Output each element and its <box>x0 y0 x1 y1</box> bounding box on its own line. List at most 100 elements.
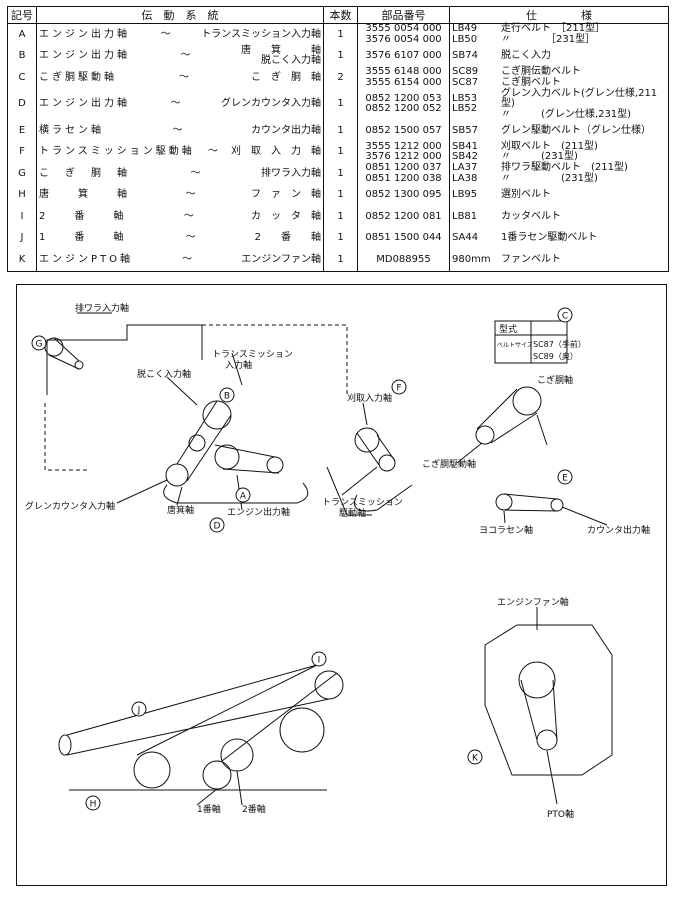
cell-system-from: 1 番 軸 <box>39 232 127 243</box>
circle-k-ring <box>467 749 483 765</box>
frame-dash-left <box>44 403 87 471</box>
cell-system-from: エンジン出力軸 <box>39 50 130 61</box>
cell-line: 3555 0054 000 <box>365 23 442 35</box>
cell-line: LB81 <box>452 210 478 222</box>
cell-belt: SB57 <box>450 120 500 142</box>
pulley-kogi-drum <box>512 386 542 416</box>
belt-k <box>520 679 558 741</box>
pulley-trans-drive <box>378 454 396 472</box>
label-grain-counter-input: グレンカウンタ入力軸 <box>25 500 115 512</box>
cell-code: G <box>7 163 37 185</box>
cell-belt: SA44 <box>450 228 500 250</box>
pulley-g-large <box>44 337 64 357</box>
cell-system-from: 横ラセン軸 <box>39 124 104 136</box>
tilde-separator: 〜 <box>190 167 201 179</box>
belts-hij <box>66 664 338 762</box>
tilde-separator: 〜 <box>183 210 194 222</box>
cell-count: 1 <box>323 23 358 46</box>
cell-line: エンジンファン軸 <box>241 253 321 265</box>
cell-spec: 1番ラセン駆動ベルト <box>499 228 669 250</box>
cell-spec: グレン駆動ベルト（グレン仕様） <box>499 120 669 142</box>
belt-size-label: ベルトサイズ <box>497 341 533 349</box>
cell-spec: 脱こく入力 <box>499 46 669 68</box>
cell-count: 1 <box>323 88 358 120</box>
cell-code: B <box>7 45 37 67</box>
cell-part: MD088955 <box>357 249 450 271</box>
cell-line: 〃 (231型) <box>501 172 598 184</box>
tilde-separator: 〜 <box>207 146 218 157</box>
cell-line: 980mm <box>452 253 491 265</box>
label-engine-output: エンジン出力軸 <box>227 506 290 518</box>
cell-line: 走行ベルト ［211型］ <box>501 23 606 35</box>
pulley-shaft1 <box>202 760 232 790</box>
belts-ab <box>176 400 280 482</box>
cell-system-to: カ ッ タ 軸 <box>251 211 321 223</box>
cell-system-to: フ ァ ン 軸 <box>251 189 321 201</box>
cell-line: 排ワラ入力軸 <box>261 167 321 179</box>
cell-code: K <box>7 249 37 271</box>
cell-line: 脱こく入力軸 <box>261 55 321 67</box>
cell-count: 1 <box>323 249 358 271</box>
pulley-screw <box>495 493 513 511</box>
circle-d-ring <box>209 517 225 533</box>
header-system: 伝 動 系 統 <box>36 6 324 24</box>
circle-h-ring <box>85 795 101 811</box>
cell-line: フ ァ ン 軸 <box>251 189 321 200</box>
circle-j-ring <box>131 701 147 717</box>
cell-count: 2 <box>323 67 358 89</box>
cell-line: LB53 <box>452 92 478 104</box>
frame-dash <box>202 324 348 395</box>
cell-part: 0851 1500 044 <box>357 227 450 249</box>
cell-line: 刈 取 入 力 軸 <box>231 146 321 157</box>
cell-line: SA44 <box>452 232 479 243</box>
cell-line: 〃 (231型) <box>501 151 578 163</box>
cell-system: こ ぎ 胴 軸 〜 排ワラ入力軸 <box>36 163 324 185</box>
cell-system-from: こぎ胴駆動軸 <box>39 71 117 83</box>
pulley-trans-in <box>266 456 284 474</box>
cell-system-from: 2 番 軸 <box>39 210 127 222</box>
cell-line: ファンベルト <box>501 253 561 265</box>
cell-line: カウンタ出力軸 <box>251 124 321 136</box>
pulley-fan <box>279 707 325 753</box>
circle-i-letter: I <box>318 656 321 666</box>
cell-count: 1 <box>323 227 358 249</box>
cell-line: 1番ラセン駆動ベルト <box>501 232 598 243</box>
tilde-separator: 〜 <box>172 124 183 136</box>
cell-system-to: 排ワラ入力軸 <box>261 167 321 180</box>
cell-system: エンジンPTO軸〜エンジンファン軸 <box>36 249 324 271</box>
circle-c-ring <box>557 307 573 323</box>
tilde-separator: 〜 <box>160 28 171 40</box>
circle-c-letter: C <box>562 312 568 322</box>
cell-spec: こぎ胴伝動ベルトこぎ胴ベルト <box>499 67 669 89</box>
cell-belt: LB81 <box>450 206 500 228</box>
cell-line: LB95 <box>452 189 478 200</box>
pulley-kogi-drive <box>475 425 495 445</box>
cell-line: 3555 6148 000 <box>365 66 442 78</box>
cell-count: 1 <box>323 184 358 206</box>
sc89-label: SC89（奥） <box>533 351 578 361</box>
cell-system-from: トランスミッション駆動軸 <box>39 146 195 157</box>
cell-line: SB57 <box>452 124 478 136</box>
cell-line: 〃 ［231型］ <box>501 33 596 45</box>
cell-part: 3576 6107 000 <box>357 45 450 67</box>
cell-line: 0852 1200 053 <box>365 92 442 104</box>
belt-layout-diagram: 型式 ベルトサイズ SC87（手前） SC89（奥） 排ワラ入力軸 トランスミッ… <box>16 284 667 886</box>
cell-system-from: こ ぎ 胴 軸 <box>39 167 130 179</box>
cell-system-from: エンジン出力軸 <box>39 28 130 40</box>
cell-line: 0851 1500 044 <box>365 232 442 243</box>
cell-line: グレン駆動ベルト（グレン仕様） <box>501 124 651 136</box>
label-engine-fan: エンジンファン軸 <box>497 596 569 608</box>
cell-spec: 排ワラ駆動ベルト (211型)〃 (231型) <box>499 163 669 185</box>
